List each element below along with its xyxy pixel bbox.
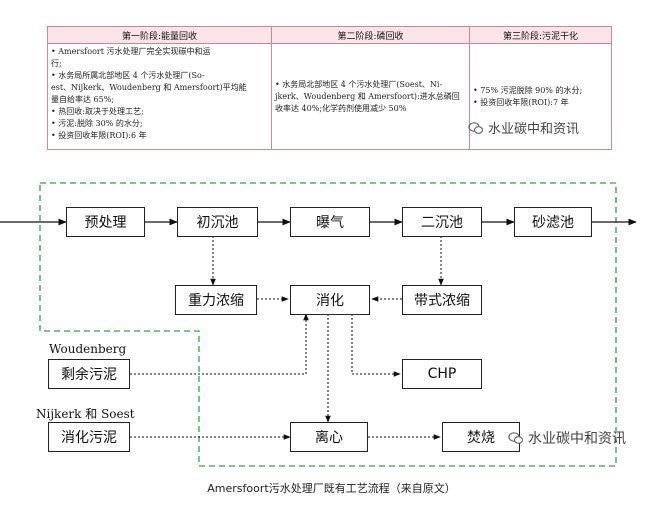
stage-2-line: jkerk、Woudenberg 和 Amersfoort):进水总磷回 — [275, 91, 460, 101]
stage-2-cell: • 水务局北部地区 4 个污水处理厂(Soest、Ni- jkerk、Woude… — [271, 43, 470, 150]
stage-3-line: • 投资回收年限(ROI):7 年 — [473, 97, 569, 107]
watermark-top: 水业碳中和资讯 — [468, 118, 579, 137]
box-surplus-sludge: 剩余污泥 — [48, 359, 130, 389]
box-gravity-thickening: 重力浓缩 — [175, 285, 257, 315]
box-secondary-clarifier: 二沉池 — [402, 207, 482, 237]
stage-1-line: • 投资回收年限(ROI):6 年 — [51, 131, 147, 140]
box-aeration: 曝气 — [290, 207, 370, 237]
stage-3-line: • 75% 污泥脱除 90% 的水分; — [473, 85, 583, 95]
header-stage-1: 第一阶段:能量回收 — [47, 26, 272, 44]
box-digested-sludge: 消化污泥 — [48, 422, 130, 452]
sludge-arrow — [351, 314, 401, 377]
stage-1-line: • 热回收:取决于处理工艺; — [51, 107, 144, 116]
stage-3-cell: • 75% 污泥脱除 90% 的水分; • 投资回收年限(ROI):7 年 — [469, 43, 612, 150]
stage-1-line: • 污泥:脱除 30% 的水分; — [51, 119, 143, 128]
stage-1-line: • 水务局所属北部地区 4 个污水处理厂(So- — [51, 71, 205, 80]
box-incineration: 焚烧 — [442, 422, 520, 452]
source-woudenberg: Woudenberg — [49, 342, 127, 356]
box-digestion: 消化 — [290, 285, 370, 315]
stage-1-line: 量自给率达 65%; — [51, 95, 115, 104]
watermark-bottom: 水业碳中和资讯 — [508, 428, 626, 448]
stage-2-line: 收率达 40%;化学药剂使用减少 50% — [275, 103, 407, 113]
stage-2-line: • 水务局北部地区 4 个污水处理厂(Soest、Ni- — [275, 79, 443, 89]
box-sand-filter: 砂滤池 — [514, 207, 592, 237]
stage-1-line: 行; — [51, 59, 62, 68]
source-nijkerk-soest: Nijkerk 和 Soest — [36, 407, 135, 421]
watermark-text: 水业碳中和资讯 — [488, 122, 580, 137]
box-pretreatment: 预处理 — [66, 207, 145, 237]
sludge-arrow — [130, 313, 309, 375]
stage-1-line: • Amersfoort 污水处理厂完全实现碳中和运 — [51, 47, 211, 56]
wechat-icon — [508, 432, 524, 444]
box-primary-clarifier: 初沉池 — [177, 207, 258, 237]
stage-1-line: est、Nijkerk、Woudenberg 和 Amersfoort)平均能 — [51, 83, 247, 92]
box-centrifuge: 离心 — [290, 422, 368, 452]
stage-table: 第一阶段:能量回收 第二阶段:磷回收 第三阶段:污泥干化 • Amersfoor… — [47, 26, 612, 150]
table-body-row: • Amersfoort 污水处理厂完全实现碳中和运 行; • 水务局所属北部地… — [47, 43, 612, 150]
stage-1-cell: • Amersfoort 污水处理厂完全实现碳中和运 行; • 水务局所属北部地… — [47, 43, 272, 150]
plant-boundary — [39, 182, 617, 467]
box-belt-thickening: 带式浓缩 — [402, 285, 482, 315]
box-chp: CHP — [402, 359, 482, 389]
figure-caption: Amersfoort污水处理厂既有工艺流程（来自原文） — [207, 482, 456, 495]
watermark-text: 水业碳中和资讯 — [528, 431, 626, 447]
wechat-icon — [468, 121, 484, 134]
header-stage-2: 第二阶段:磷回收 — [271, 26, 470, 44]
